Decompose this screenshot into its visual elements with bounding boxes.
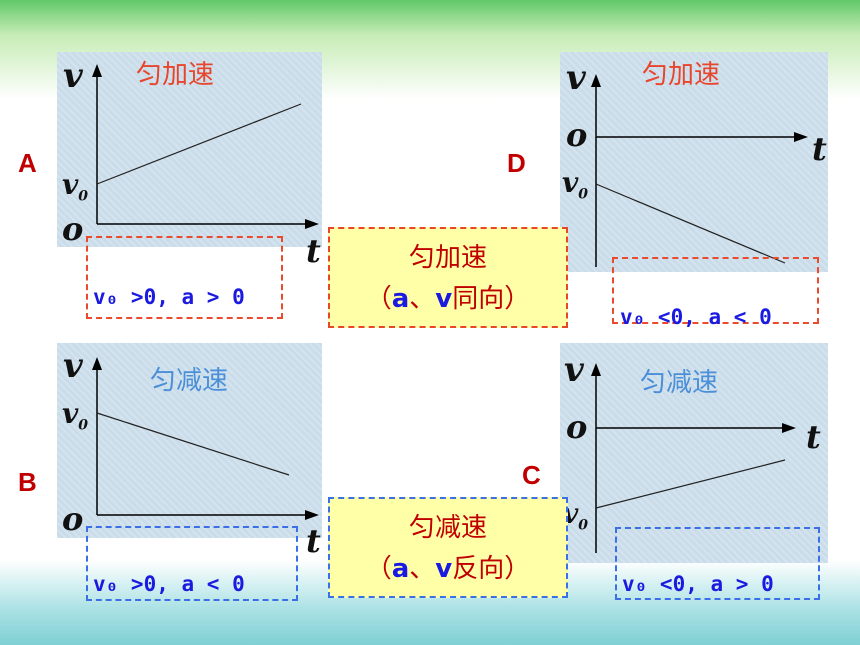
condition-box-d	[612, 257, 819, 324]
graph-c-axes	[591, 363, 796, 553]
graph-a-v0-label: v0	[62, 168, 89, 205]
option-b-letter: B	[18, 467, 37, 497]
graph-d-v0-label: v0	[562, 166, 589, 203]
graph-b-origin: o	[62, 500, 84, 538]
summary-decelerate-title: 匀减速	[408, 513, 487, 543]
graph-c-origin: o	[566, 408, 588, 446]
graph-d-axes	[591, 74, 808, 267]
graph-b-axes	[92, 357, 319, 520]
graph-a-axes	[92, 64, 319, 229]
graph-a-t-label: t	[306, 232, 321, 270]
summary-box-accelerate: 匀加速 （a、v同向）	[328, 227, 568, 328]
condition-b-text: v₀ >0, a < 0	[93, 572, 245, 596]
graph-d-v-label: v	[566, 58, 586, 98]
graph-b-line	[96, 412, 290, 476]
graph-b-t-label: t	[306, 522, 321, 560]
graph-d-t-label: t	[812, 130, 827, 168]
condition-box-b	[86, 526, 298, 601]
graph-panel-a	[57, 52, 322, 247]
graph-b-v-label: v	[63, 346, 83, 386]
graph-panel-b	[57, 343, 322, 538]
graph-a-v-label: v	[63, 56, 83, 96]
condition-c-text: v₀ <0, a > 0	[622, 572, 774, 596]
graph-d-origin: o	[566, 116, 588, 154]
graph-d-line	[595, 183, 786, 264]
graph-c-v-label: v	[564, 350, 584, 390]
graph-c-line	[595, 459, 786, 509]
condition-a-text: v₀ >0, a > 0	[93, 285, 245, 309]
graph-a-line	[96, 103, 302, 185]
graph-panel-c	[560, 343, 828, 563]
condition-box-a	[86, 236, 283, 319]
graph-b-title: 匀减速	[150, 366, 229, 396]
condition-d-text: v₀ <0, a < 0	[620, 305, 772, 329]
graph-a-origin: o	[62, 210, 84, 248]
option-a-letter: A	[18, 148, 37, 178]
graph-panel-d	[560, 52, 828, 272]
graph-c-title: 匀减速	[640, 368, 719, 398]
summary-accelerate-title: 匀加速	[408, 243, 487, 273]
option-d-letter: D	[507, 148, 526, 178]
summary-decelerate-relation: （a、v反向）	[365, 554, 531, 584]
summary-box-decelerate: 匀减速 （a、v反向）	[328, 497, 568, 598]
condition-box-c	[615, 527, 820, 600]
summary-accelerate-relation: （a、v同向）	[365, 284, 531, 314]
graph-c-t-label: t	[806, 418, 821, 456]
graph-a-title: 匀加速	[136, 60, 215, 90]
graph-b-v0-label: v0	[62, 397, 89, 434]
graph-d-title: 匀加速	[642, 60, 721, 90]
option-c-letter: C	[522, 460, 541, 490]
